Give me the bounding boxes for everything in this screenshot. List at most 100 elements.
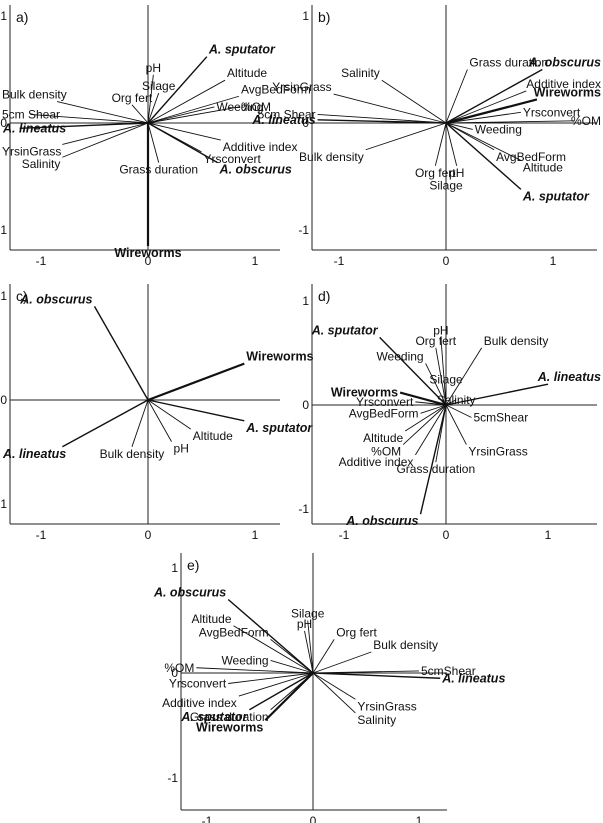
- vector-line: [445, 68, 543, 124]
- vector-line: [147, 122, 218, 164]
- vector-label: Grass duration: [396, 462, 475, 476]
- panel-label: a): [16, 9, 28, 25]
- vector-label: Silage: [429, 179, 463, 193]
- vector-label: Yrsconvert: [204, 152, 262, 166]
- vector-label: Grass duration: [190, 710, 269, 724]
- vector-label: Grass duration: [469, 56, 548, 70]
- vector-label: %OM: [241, 100, 271, 114]
- vector-label: Weeding: [221, 653, 268, 667]
- vector-line: [56, 101, 149, 124]
- vector-line: [415, 404, 447, 456]
- vector-line: [147, 106, 240, 124]
- panel-label: b): [318, 9, 330, 25]
- x-tick-label: 1: [252, 528, 259, 542]
- vector-line: [307, 620, 314, 674]
- vector-label: A. lineatus: [2, 121, 66, 135]
- vector-label: A. lineatus: [2, 447, 66, 461]
- vector-line: [131, 399, 149, 447]
- vector-label: Wireworms: [196, 720, 263, 734]
- vector-line: [304, 630, 314, 674]
- vector-line: [381, 79, 447, 124]
- vector-label: pH: [297, 617, 312, 631]
- x-tick-label: 1: [252, 254, 259, 268]
- y-tick-label: -1: [298, 502, 309, 516]
- vector-label: Org fert: [415, 334, 456, 348]
- vector-label: pH: [433, 323, 448, 337]
- vector-line: [419, 404, 447, 515]
- vector-line: [312, 672, 441, 679]
- y-tick-label: 0: [171, 666, 178, 680]
- vector-label: Altitude: [191, 612, 231, 626]
- vector-label: pH: [146, 61, 161, 75]
- vector-label: Additive index: [526, 77, 601, 91]
- vector-label: YrsinGrass: [2, 144, 61, 158]
- vector-line: [312, 639, 335, 674]
- x-tick-label: -1: [334, 254, 345, 268]
- vector-label: A. lineatus: [537, 370, 601, 384]
- y-tick-label: 1: [0, 9, 7, 23]
- vector-line: [312, 651, 372, 674]
- vector-label: Weeding: [475, 122, 522, 136]
- vector-label: Additive index: [162, 696, 237, 710]
- vector-line: [445, 120, 575, 124]
- vector-line: [147, 399, 192, 430]
- vector-label: Org fert: [112, 91, 153, 105]
- vector-line: [228, 672, 314, 684]
- x-tick-label: -1: [36, 254, 47, 268]
- panel-label: c): [16, 288, 28, 304]
- vector-label: Weeding: [376, 349, 423, 363]
- vector-label: YrsinGrass: [357, 699, 416, 713]
- vector-line: [404, 404, 447, 432]
- vector-line: [440, 337, 447, 406]
- vector-line: [93, 306, 149, 401]
- vector-line: [425, 363, 447, 406]
- vector-line: [434, 122, 447, 166]
- vector-line: [270, 659, 314, 674]
- vector-line: [445, 122, 458, 166]
- x-tick-label: -1: [202, 814, 213, 823]
- vector-label: AvgBedForm: [349, 406, 419, 420]
- y-tick-label: 1: [302, 294, 309, 308]
- vector-line: [445, 404, 472, 418]
- vector-line: [365, 122, 447, 151]
- vector-label: Salinity: [437, 393, 476, 407]
- vector-line: [147, 74, 154, 124]
- vector-line: [402, 404, 447, 445]
- x-tick-label: -1: [339, 528, 350, 542]
- vector-label: Yrsconvert: [523, 105, 581, 119]
- vector-label: Salinity: [341, 66, 380, 80]
- vector-line: [131, 104, 149, 124]
- vector-line: [147, 122, 160, 163]
- vector-label: A. sputator: [245, 421, 313, 435]
- vector-label: A. obscurus: [528, 56, 601, 70]
- vector-label: Bulk density: [373, 638, 438, 652]
- vector-line: [147, 92, 160, 124]
- vector-line: [445, 122, 473, 130]
- vector-label: A. obscurus: [345, 514, 418, 528]
- vector-label: Wireworms: [331, 386, 398, 400]
- vector-line: [147, 106, 215, 124]
- vector-label: Org fert: [336, 625, 377, 639]
- vector-line: [227, 598, 314, 674]
- vector-line: [445, 399, 457, 406]
- vector-label: Wireworms: [246, 350, 313, 364]
- vector-label: pH: [174, 442, 189, 456]
- vector-line: [435, 347, 447, 406]
- vector-line: [379, 336, 447, 406]
- vector-label: Salinity: [357, 713, 396, 727]
- vector-label: A. lineatus: [251, 113, 315, 127]
- vector-line: [264, 672, 314, 722]
- vector-line: [233, 625, 314, 674]
- x-tick-label: 0: [145, 528, 152, 542]
- x-tick-label: 0: [145, 254, 152, 268]
- vector-line: [19, 122, 149, 130]
- vector-label: Additive index: [223, 140, 298, 154]
- vector-label: Yrsconvert: [169, 677, 227, 691]
- vector-line: [147, 79, 226, 124]
- panel-label: d): [318, 288, 330, 304]
- vector-line: [445, 122, 522, 190]
- vector-label: %OM: [164, 661, 194, 675]
- vector-label: AvgBedForm: [496, 150, 566, 164]
